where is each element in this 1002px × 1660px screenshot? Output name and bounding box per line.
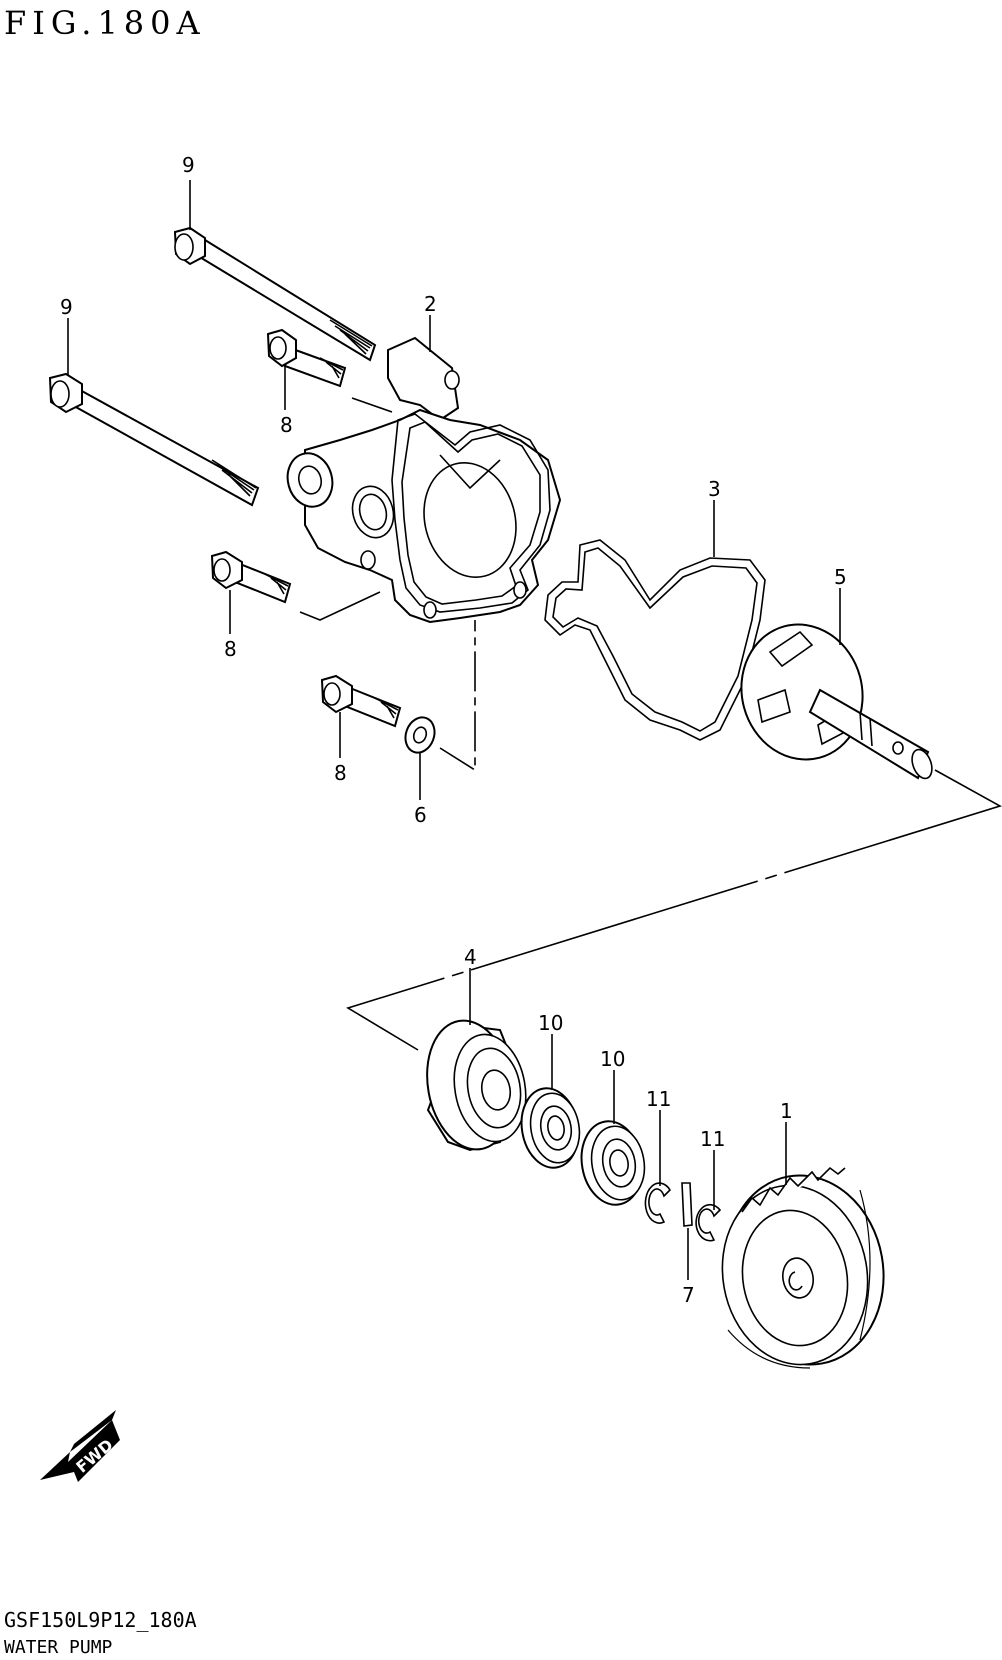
callout-label-3: 3 [708, 477, 721, 501]
leader-lines [67, 180, 1002, 1280]
bearing-10-left[interactable] [515, 1084, 584, 1173]
diagram-name: WATER PUMP [4, 1637, 113, 1658]
callout-label-8: 8 [334, 761, 347, 785]
circlip-11-left[interactable] [644, 1182, 672, 1224]
fwd-arrow: FWD [40, 1410, 120, 1482]
callout-label-8: 8 [280, 413, 293, 437]
callout-label-8: 8 [224, 637, 237, 661]
callout-label-10: 10 [538, 1011, 563, 1035]
bolt-8-middle[interactable] [210, 550, 292, 604]
bolt-8-upper[interactable] [266, 328, 347, 388]
diagram-code: GSF150L9P12_180A [4, 1608, 197, 1632]
impeller-shaft-5[interactable] [726, 611, 935, 781]
callout-label-11: 11 [700, 1127, 725, 1151]
figure-title: FIG.180A [4, 4, 206, 42]
callout-label-4: 4 [464, 945, 477, 969]
washer-6[interactable] [401, 713, 440, 756]
bolt-9-lower[interactable] [48, 372, 260, 507]
callout-label-1: 1 [780, 1099, 793, 1123]
bolt-8-lower[interactable] [320, 674, 402, 728]
callout-label-5: 5 [834, 565, 847, 589]
bearing-10-right[interactable] [575, 1116, 650, 1209]
bolt-9-upper[interactable] [173, 226, 377, 362]
pump-cover-2[interactable] [282, 336, 562, 624]
callout-label-6: 6 [414, 803, 427, 827]
circlip-11-right[interactable] [695, 1203, 722, 1242]
o-ring-3[interactable] [544, 539, 766, 741]
callout-label-11: 11 [646, 1087, 671, 1111]
callout-label-7: 7 [682, 1283, 695, 1307]
pin-7[interactable] [681, 1182, 693, 1227]
gear-1[interactable] [708, 1163, 898, 1377]
oil-seal-4[interactable] [417, 1014, 533, 1157]
callout-label-9: 9 [182, 153, 195, 177]
callout-label-9: 9 [60, 295, 73, 319]
callout-label-10: 10 [600, 1047, 625, 1071]
callout-labels: 9 9 2 8 8 8 3 5 6 4 10 10 11 11 1 7 [60, 153, 847, 1307]
callout-label-2: 2 [424, 292, 437, 316]
